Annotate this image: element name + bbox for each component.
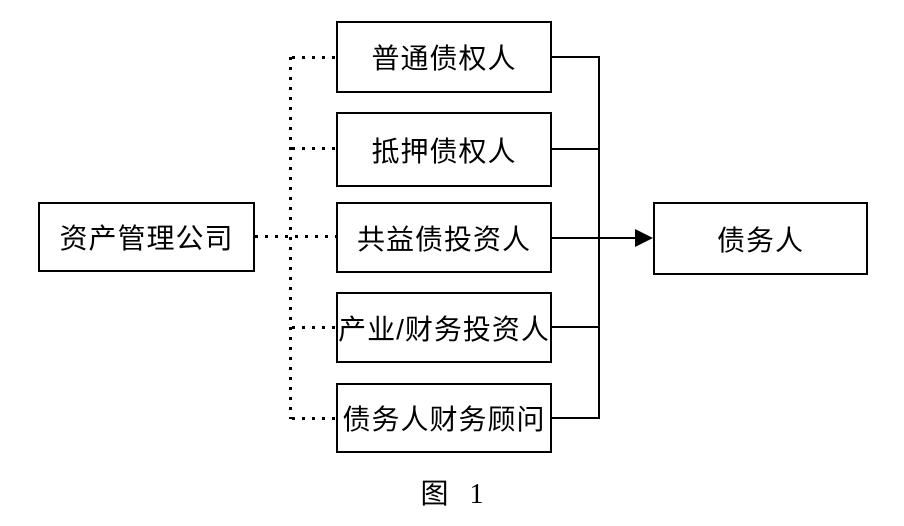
dotted-branch-to-mortgage-creditor — [292, 147, 336, 150]
node-label-common-benefit-debt-investor: 共益债投资人 — [356, 223, 531, 255]
edge-source-dotted-line — [255, 235, 336, 238]
node-industry-financial-investor: 产业/财务投资人 — [336, 292, 552, 363]
node-label-ordinary-creditor: 普通债权人 — [371, 43, 517, 74]
arrow-shaft-to-debtor — [552, 237, 638, 239]
connector-mortgage-creditor-to-bus — [552, 148, 600, 150]
arrowhead-icon — [635, 229, 653, 247]
dotted-vertical-trunk-line — [289, 57, 292, 419]
node-debtor-financial-advisor: 债务人财务顾问 — [336, 383, 552, 453]
dotted-branch-to-industry-investor — [292, 326, 336, 329]
connector-industry-investor-to-bus — [552, 326, 600, 328]
node-mortgage-creditor: 抵押债权人 — [336, 112, 552, 187]
node-asset-management-company: 资产管理公司 — [38, 202, 255, 272]
dotted-branch-to-ordinary-creditor — [292, 56, 336, 59]
node-ordinary-creditor: 普通债权人 — [336, 21, 552, 93]
node-label-debtor: 债务人 — [716, 224, 804, 256]
node-label-mortgage-creditor: 抵押债权人 — [371, 135, 517, 167]
node-label-debtor-financial-advisor: 债务人财务顾问 — [342, 404, 546, 435]
node-debtor: 债务人 — [653, 202, 868, 275]
node-label-asset-management-company: 资产管理公司 — [59, 223, 234, 254]
node-label-industry-financial-investor: 产业/财务投资人 — [338, 313, 550, 345]
connector-ordinary-creditor-to-bus — [552, 56, 600, 58]
figure-caption: 图 1 — [420, 479, 484, 510]
node-common-benefit-debt-investor: 共益债投资人 — [336, 202, 552, 273]
dotted-branch-to-financial-advisor — [292, 417, 336, 420]
connector-financial-advisor-to-bus — [552, 417, 600, 419]
